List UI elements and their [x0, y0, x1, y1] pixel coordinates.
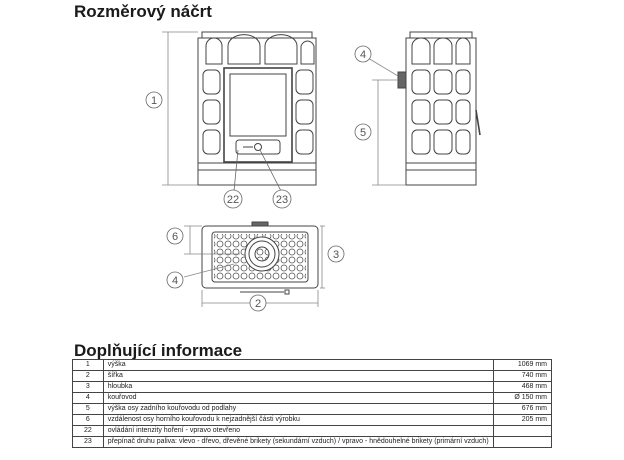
callout-side-flue: 4 [354, 45, 372, 63]
row-value: 1069 mm [492, 359, 553, 371]
row-value: 740 mm [492, 370, 553, 382]
row-num: 2 [72, 370, 104, 382]
row-label: výška [102, 359, 494, 371]
row-value [492, 436, 553, 448]
svg-text:1: 1 [151, 95, 157, 107]
callout-top-offset: 6 [166, 227, 184, 245]
row-value [492, 425, 553, 437]
row-label: vzdálenost osy horního kouřovodu k nejza… [102, 414, 494, 426]
row-value: Ø 150 mm [492, 392, 553, 404]
callout-top-width: 2 [249, 294, 267, 312]
info-title: Doplňující informace [74, 341, 243, 360]
row-label: ovládání intenzity hoření - vpravo otevř… [102, 425, 494, 437]
svg-text:22: 22 [227, 194, 239, 206]
svg-text:6: 6 [172, 231, 178, 243]
row-label: hloubka [102, 381, 494, 393]
sketch-title: Rozměrový náčrt [74, 2, 212, 21]
callout-front-height: 1 [145, 91, 163, 109]
svg-text:4: 4 [360, 49, 366, 61]
row-num: 1 [72, 359, 104, 371]
svg-text:3: 3 [333, 249, 339, 261]
svg-text:5: 5 [360, 127, 366, 139]
row-value: 205 mm [492, 414, 553, 426]
row-num: 23 [72, 436, 104, 448]
row-label: šířka [102, 370, 494, 382]
dimension-drawing: 1 22 23 4 [145, 31, 481, 312]
callout-side-height: 5 [354, 123, 372, 141]
row-label: přepínač druhu paliva: vlevo - dřevo, dř… [102, 436, 494, 448]
row-value: 676 mm [492, 403, 553, 415]
row-num: 6 [72, 414, 104, 426]
callout-front-fuel: 23 [272, 189, 292, 209]
callout-top-flue: 4 [166, 271, 184, 289]
row-value: 468 mm [492, 381, 553, 393]
callout-top-depth: 3 [327, 245, 345, 263]
svg-text:4: 4 [172, 275, 178, 287]
row-label: kouřovod [102, 392, 494, 404]
side-view [397, 31, 481, 186]
row-num: 4 [72, 392, 104, 404]
top-view [201, 221, 319, 295]
row-num: 5 [72, 403, 104, 415]
row-num: 22 [72, 425, 104, 437]
row-label: výška osy zadního kouřovodu od podlahy [102, 403, 494, 415]
front-view [197, 31, 317, 186]
svg-text:2: 2 [255, 298, 261, 310]
callout-front-air: 22 [223, 189, 243, 209]
row-num: 3 [72, 381, 104, 393]
svg-text:23: 23 [276, 194, 288, 206]
